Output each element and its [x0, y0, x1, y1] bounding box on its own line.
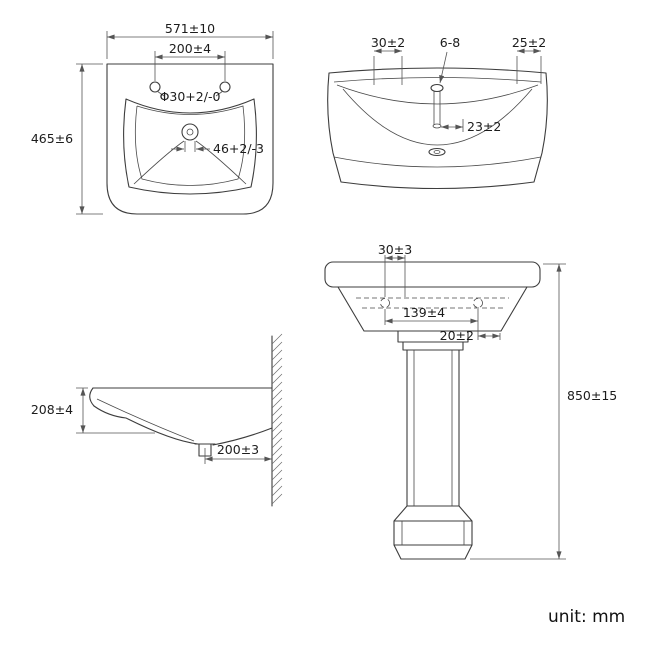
- bolt-hole-right: [473, 298, 483, 308]
- leader-line: [439, 51, 448, 84]
- underside-to-wall: [212, 427, 273, 446]
- dim-bolt-spacing: 139±4: [403, 305, 445, 320]
- dim-drain-size: 46+2/-3: [213, 141, 264, 156]
- basin-front-outline: [327, 67, 548, 190]
- bowl-rim: [123, 98, 257, 195]
- dim-left-offset: 30±2: [371, 35, 405, 50]
- unit-label: unit: mm: [548, 607, 625, 627]
- dim-overall-height: 850±15: [567, 388, 617, 403]
- rim-line: [333, 77, 542, 83]
- dim-fixing-holes: 6-8: [440, 35, 460, 50]
- dim-hole-spacing: 200±4: [169, 41, 211, 56]
- bowl-inner-contour: [134, 105, 246, 186]
- faucet-hole: [430, 83, 444, 93]
- pedestal-fluting: [413, 350, 453, 506]
- basin-slab: [324, 261, 541, 288]
- dim-edge-offset: 20±2: [440, 328, 474, 343]
- dim-rim-height: 208±4: [31, 402, 73, 417]
- pedestal-step: [402, 341, 464, 351]
- wall-hatching: [271, 333, 283, 505]
- ext-line: [516, 56, 542, 84]
- dim-hole-diameter: Φ30+2/-0: [160, 89, 221, 104]
- bowl-slope-left: [133, 140, 185, 185]
- spout-base: [432, 123, 442, 129]
- faucet-hole-right: [219, 81, 231, 93]
- leader-line: [156, 90, 224, 97]
- apron-underside: [93, 405, 199, 445]
- ext-line: [373, 56, 403, 85]
- pedestal-shaft: [406, 349, 460, 507]
- dim-spout-offset: 23±2: [467, 119, 501, 134]
- dim-basin-width: 571±10: [165, 21, 215, 36]
- dim-right-offset: 25±2: [512, 35, 546, 50]
- basin-outline: [106, 63, 274, 215]
- view-basin-front: 30±2 6-8 25±2 23±2: [327, 35, 548, 190]
- ext-line: [470, 263, 566, 560]
- view-basin-plan: 571±10 200±4 Φ30+2/-0 46+2/-3 465±6: [31, 21, 274, 215]
- hidden-shelf-lines: [356, 297, 509, 309]
- ext-line: [184, 141, 196, 152]
- dim-basin-depth: 465±6: [31, 131, 73, 146]
- overflow-hole-inner: [433, 150, 441, 154]
- pedestal-base-facets: [401, 521, 465, 545]
- drain-stub: [194, 443, 216, 457]
- ext-line: [76, 63, 103, 215]
- front-bullnose: [89, 387, 95, 407]
- pedestal-base: [393, 505, 473, 560]
- drain-hole-outer: [181, 123, 199, 141]
- view-basin-side: 208±4 200±3: [31, 333, 283, 507]
- bolt-hole-left: [380, 298, 390, 308]
- bowl-slope-right: [195, 140, 247, 185]
- skirt-band: [333, 156, 542, 168]
- drain-hole-inner: [186, 128, 194, 136]
- dim-drain-to-wall: 200±3: [217, 442, 259, 457]
- overflow-hole-outer: [428, 147, 446, 157]
- bowl-inner-profile: [96, 398, 195, 442]
- view-pedestal-front: 30±3 139±4 20±2 850±15: [324, 242, 617, 560]
- ext-line: [384, 255, 406, 297]
- bowl-front-curve: [342, 88, 533, 146]
- faucet-hole-left: [149, 81, 161, 93]
- deck-curve: [336, 84, 539, 105]
- spout-tube: [433, 91, 441, 125]
- dim-hole-inset: 30±3: [378, 242, 412, 257]
